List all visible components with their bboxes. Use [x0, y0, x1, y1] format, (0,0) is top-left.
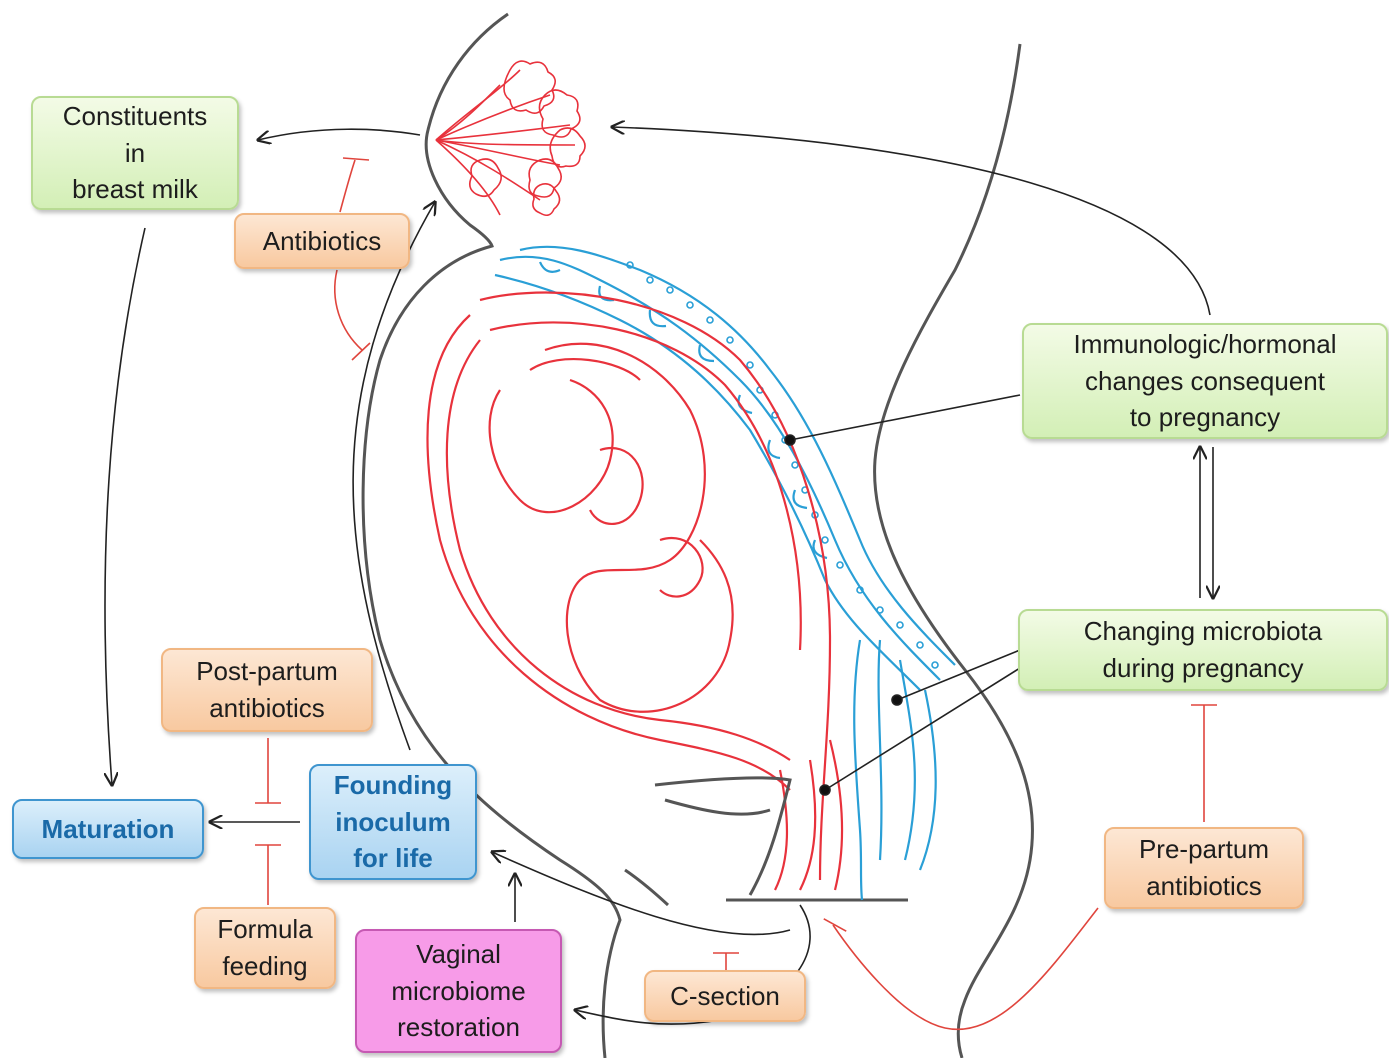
- mammary-glands-drawing: [436, 61, 585, 215]
- breast-milk-constituents-box: Constituents in breast milk: [31, 96, 239, 210]
- postpartum-line-1: Post-partum: [196, 653, 338, 690]
- immuno-line-1: Immunologic/hormonal: [1073, 326, 1336, 363]
- breast-milk-line-1: Constituents: [63, 98, 208, 135]
- vaginal-line-2: microbiome: [391, 973, 525, 1010]
- immunologic-hormonal-box: Immunologic/hormonal changes consequent …: [1022, 323, 1388, 439]
- pointer-lines: [785, 395, 1020, 795]
- immuno-line-2: changes consequent: [1085, 363, 1325, 400]
- breast-milk-line-2: in: [125, 135, 145, 172]
- mother-body-outline: [363, 14, 1032, 1058]
- maturation-label: Maturation: [42, 811, 175, 848]
- microbiota-line-2: during pregnancy: [1103, 650, 1304, 687]
- prepartum-line-2: antibiotics: [1146, 868, 1262, 905]
- breast-milk-line-3: breast milk: [72, 171, 198, 208]
- founding-line-1: Founding: [334, 767, 452, 804]
- antibiotics-label: Antibiotics: [263, 223, 382, 260]
- c-section-box: C-section: [644, 970, 806, 1022]
- immuno-line-3: to pregnancy: [1130, 399, 1280, 436]
- founding-line-3: for life: [353, 840, 432, 877]
- microbiota-line-1: Changing microbiota: [1084, 613, 1322, 650]
- vaginal-line-3: restoration: [397, 1009, 520, 1046]
- prepartum-line-1: Pre-partum: [1139, 831, 1269, 868]
- vaginal-microbiome-restoration-box: Vaginal microbiome restoration: [355, 929, 562, 1053]
- maturation-box: Maturation: [12, 799, 204, 859]
- changing-microbiota-box: Changing microbiota during pregnancy: [1018, 609, 1388, 691]
- founding-inoculum-box: Founding inoculum for life: [309, 764, 477, 880]
- postpartum-line-2: antibiotics: [209, 690, 325, 727]
- post-partum-antibiotics-box: Post-partum antibiotics: [161, 648, 373, 732]
- vaginal-line-1: Vaginal: [416, 936, 501, 973]
- c-section-label: C-section: [670, 978, 780, 1015]
- pelvis-drawing: [655, 778, 790, 895]
- formula-feeding-box: Formula feeding: [194, 907, 336, 989]
- founding-line-2: inoculum: [335, 804, 451, 841]
- antibiotics-box: Antibiotics: [234, 213, 410, 269]
- formula-line-2: feeding: [222, 948, 307, 985]
- pre-partum-antibiotics-box: Pre-partum antibiotics: [1104, 827, 1304, 909]
- formula-line-1: Formula: [217, 911, 312, 948]
